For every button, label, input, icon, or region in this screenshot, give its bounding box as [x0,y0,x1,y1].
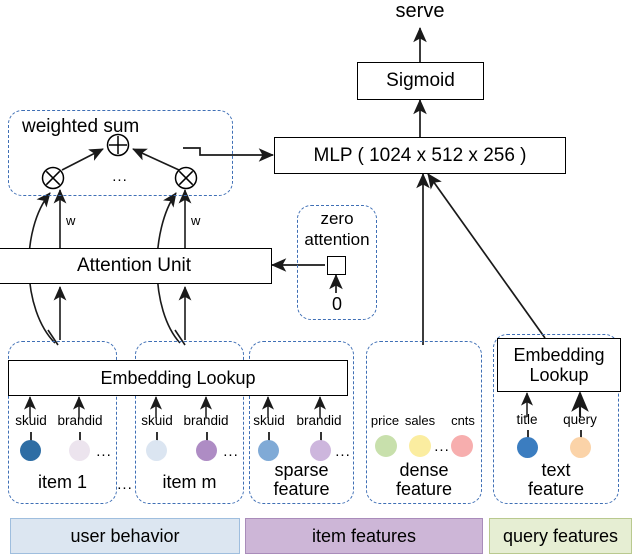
band-user-behavior: user behavior [10,518,240,554]
group-text-feature [493,334,619,504]
feature-dot-dense-price [375,435,397,457]
mlp-node: MLP ( 1024 x 512 x 256 ) [274,137,566,174]
zero-attention-vector [327,256,346,275]
field-label-sparse-skuid: skuid [253,413,285,428]
zero-attention-label-1: zero [320,209,354,228]
embedding-lookup-right: Embedding Lookup [497,338,621,392]
zero-attention-value: 0 [331,294,342,314]
caption-item-m: item m [162,472,217,492]
field-label-item1-skuid: skuid [15,413,47,428]
dot-stem [320,432,322,441]
caption-dense-line-1: dense [399,460,449,480]
dot-stem [268,432,270,441]
field-label-text-title: title [516,412,538,427]
group-item-1 [8,341,117,504]
caption-item-1: item 1 [37,472,88,492]
field-label-dense-cnts: cnts [451,413,475,428]
group-dense-feature [366,341,482,504]
weighted-sum-group [8,110,233,196]
caption-dense-line-2: feature [395,479,453,499]
field-label-item1-brandid: brandid [57,413,103,428]
embedding-lookup-left: Embedding Lookup [8,360,348,396]
caption-sparse-line-1: sparse [274,460,329,480]
caption-sparse-line-2: feature [273,479,330,499]
field-label-dense-sales: sales [404,413,436,428]
caption-text-line-1: text [541,460,571,480]
embedding-lookup-right-line-1: Embedding [513,344,605,365]
field-label-itemm-brandid: brandid [183,413,229,428]
itemm-trailing-ellipsis: ... [223,443,239,460]
sparse-trailing-ellipsis: ... [335,443,351,460]
item1-trailing-ellipsis: ... [96,443,112,460]
group-separator-ellipsis: ... [117,476,133,493]
dot-stem [30,432,32,441]
zero-attention-group [297,205,377,320]
band-query-features: query features [489,518,632,554]
feature-dot-itemm-skuid [146,440,167,461]
dense-mid-ellipsis: ... [434,438,450,455]
feature-dot-item1-brandid [69,440,90,461]
dot-stem [580,430,582,438]
feature-dot-sparse-brandid [310,440,331,461]
field-label-text-query: query [563,412,597,427]
weighted-sum-label: weighted sum [22,116,140,137]
feature-dot-sparse-skuid [258,440,279,461]
embedding-lookup-right-line-2: Lookup [529,365,589,385]
dot-stem [79,432,81,441]
dot-stem [156,432,158,441]
sigmoid-node: Sigmoid [357,62,484,100]
field-label-sparse-brandid: brandid [296,413,342,428]
weighted-sum-ellipsis: ... [112,168,128,185]
caption-text-line-2: feature [527,479,585,499]
feature-dot-text-title [517,437,538,458]
field-label-dense-price: price [370,413,400,428]
band-item-features: item features [245,518,483,554]
feature-dot-itemm-brandid [196,440,217,461]
attention-unit-node: Attention Unit [0,248,272,284]
feature-dot-dense-sales [409,435,431,457]
feature-dot-dense-cnts [451,435,473,457]
feature-dot-text-query [570,437,591,458]
zero-attention-label-2: attention [304,230,370,249]
weight-label-left: w [66,213,76,228]
dot-stem [206,432,208,441]
dot-stem [527,430,529,438]
weight-label-right: w [191,213,201,228]
feature-dot-item1-skuid [20,440,41,461]
output-label: serve [395,0,445,22]
group-sparse-feature [249,341,354,504]
group-item-m [135,341,244,504]
field-label-itemm-skuid: skuid [141,413,173,428]
